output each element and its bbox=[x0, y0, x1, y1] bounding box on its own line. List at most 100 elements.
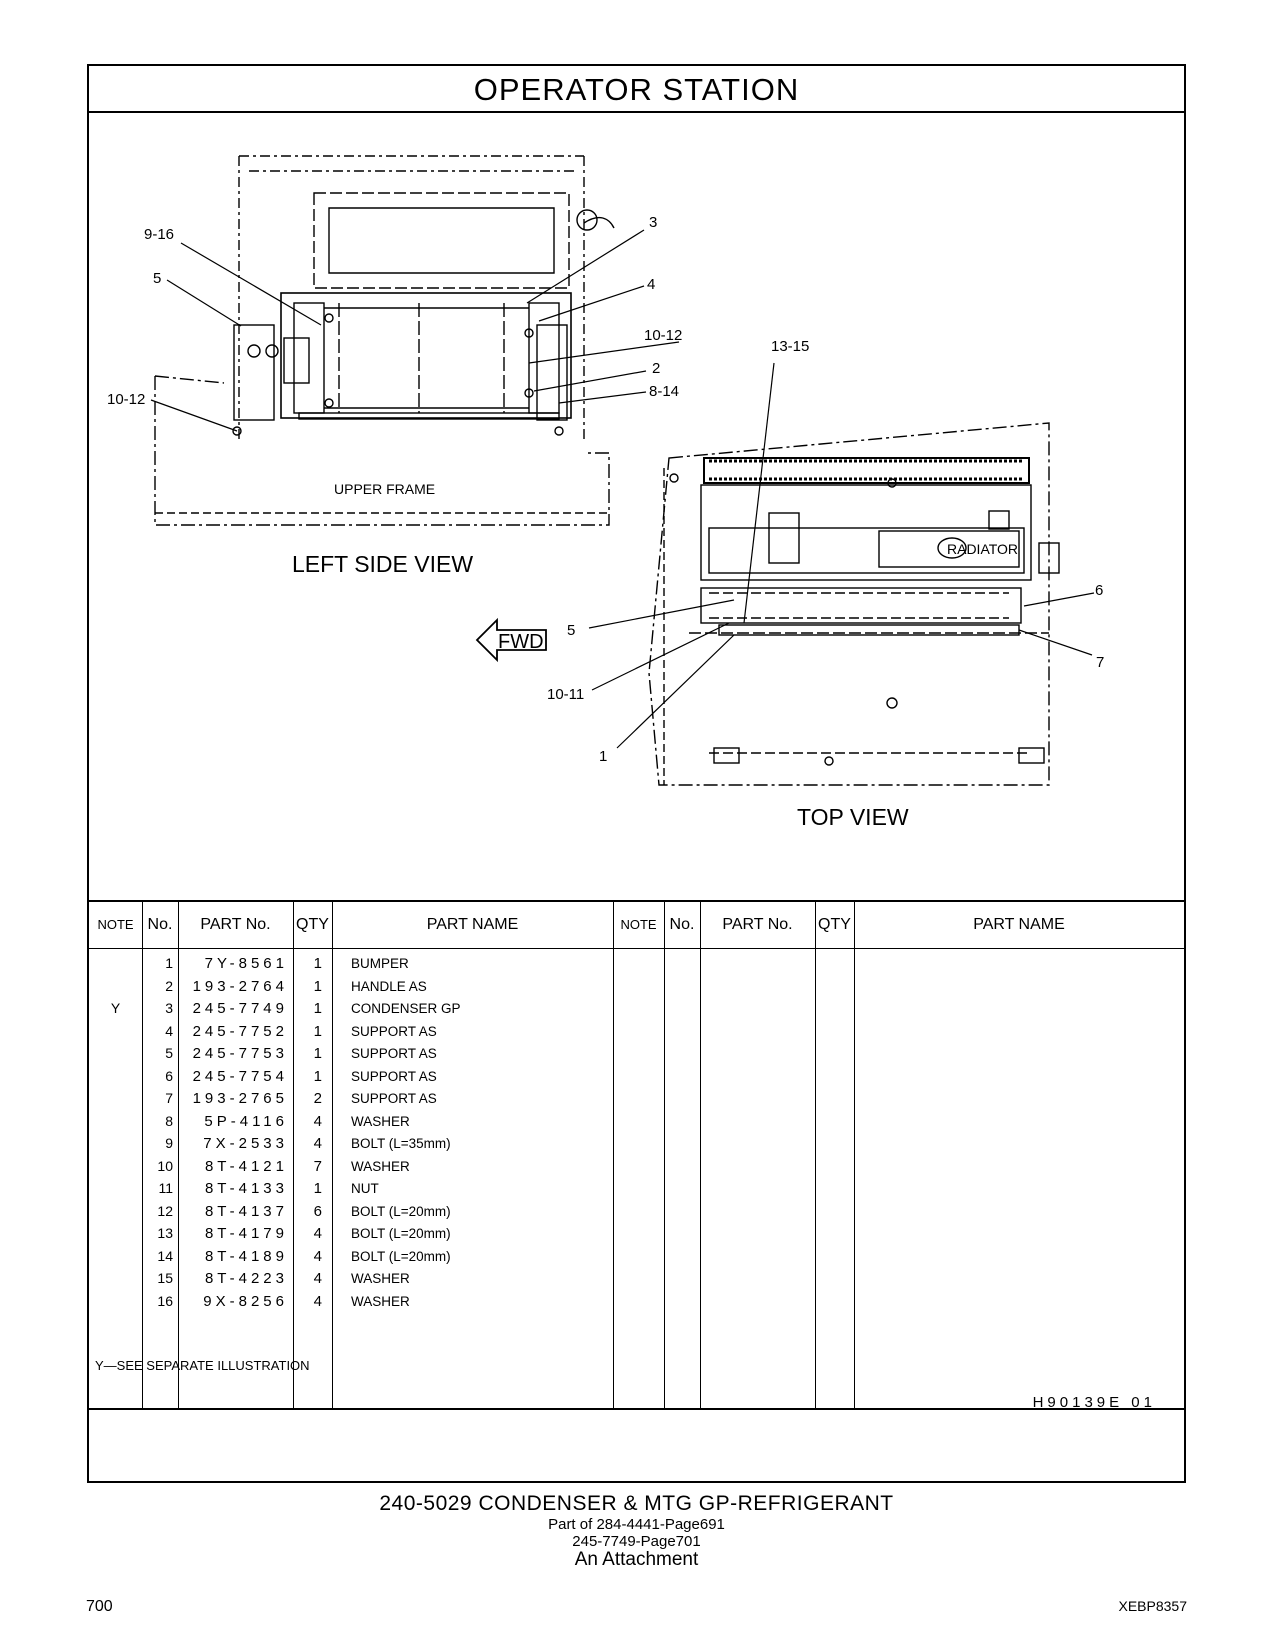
left-side-view-label: LEFT SIDE VIEW bbox=[292, 551, 473, 577]
cell-note bbox=[89, 1020, 142, 1043]
cell-name: BOLT (L=20mm) bbox=[351, 1248, 451, 1264]
header-part-name: PART NAME bbox=[426, 916, 519, 933]
callout-2: 2 bbox=[652, 360, 660, 377]
caption-part-of: Part of 284-4441-Page691 bbox=[548, 1516, 725, 1533]
top-view-label: TOP VIEW bbox=[797, 804, 909, 830]
cell-no: 5 bbox=[165, 1045, 173, 1061]
header-no-2: No. bbox=[669, 916, 695, 933]
callout-7: 7 bbox=[1096, 654, 1104, 671]
cell-no: 9 bbox=[165, 1135, 173, 1151]
cell-note bbox=[89, 1065, 142, 1088]
cell-no: 14 bbox=[157, 1247, 173, 1264]
callout-10-11: 10-11 bbox=[547, 686, 584, 703]
cell-part-no: 245-7749 bbox=[192, 1000, 288, 1017]
cell-no: 1 bbox=[165, 955, 173, 971]
header-note: NOTE bbox=[97, 917, 134, 932]
cell-name: WASHER bbox=[351, 1271, 410, 1286]
cell-qty: 1 bbox=[313, 955, 322, 972]
cell-name: CONDENSER GP bbox=[351, 1001, 461, 1016]
cell-no: 15 bbox=[157, 1270, 173, 1286]
caption-title: 240-5029 CONDENSER & MTG GP-REFRIGERANT bbox=[379, 1492, 894, 1515]
cell-part-no: 7X-2533 bbox=[203, 1135, 288, 1152]
callout-3: 3 bbox=[649, 214, 657, 231]
illustration-code: H90139E 01 bbox=[1032, 1394, 1156, 1411]
cell-qty: 4 bbox=[313, 1270, 322, 1287]
cell-name: NUT bbox=[351, 1181, 379, 1196]
cell-no: 6 bbox=[165, 1067, 173, 1084]
page-title: OPERATOR STATION bbox=[89, 66, 1184, 113]
cell-note bbox=[89, 1110, 142, 1133]
cell-name: WASHER bbox=[351, 1158, 410, 1174]
cell-qty: 1 bbox=[313, 1067, 322, 1085]
cell-no: 3 bbox=[165, 1000, 173, 1016]
cell-note bbox=[89, 1087, 142, 1110]
header-qty: QTY bbox=[296, 916, 329, 933]
parts-list-table: NOTE No. PART No. QTY PART NAME NOTE No.… bbox=[89, 900, 1184, 1410]
callout-9-16: 9-16 bbox=[144, 226, 174, 243]
cell-qty: 1 bbox=[313, 977, 322, 995]
cell-note bbox=[89, 1177, 142, 1200]
fwd-arrow-label: FWD bbox=[498, 631, 544, 653]
cell-note bbox=[89, 1245, 142, 1268]
header-qty-2: QTY bbox=[818, 916, 851, 933]
header-part-no: PART No. bbox=[200, 916, 271, 933]
callout-5-top: 5 bbox=[567, 622, 575, 639]
callout-5-left: 5 bbox=[153, 270, 161, 287]
cell-part-no: 9X-8256 bbox=[203, 1292, 288, 1310]
callout-4: 4 bbox=[647, 276, 655, 293]
cell-qty: 1 bbox=[313, 1045, 322, 1062]
cell-qty: 4 bbox=[313, 1225, 322, 1242]
callout-10-12-left: 10-12 bbox=[107, 391, 145, 408]
cell-note bbox=[89, 1290, 142, 1313]
cell-qty: 7 bbox=[313, 1157, 322, 1175]
cell-note bbox=[89, 1222, 142, 1245]
upper-frame-label: UPPER FRAME bbox=[334, 481, 435, 497]
radiator-label: RADIATOR bbox=[947, 541, 1018, 557]
cell-name: WASHER bbox=[351, 1293, 410, 1309]
cell-note bbox=[89, 952, 142, 975]
header-part-name-2: PART NAME bbox=[973, 916, 1065, 933]
cell-qty: 4 bbox=[313, 1247, 322, 1265]
cell-no: 11 bbox=[158, 1180, 173, 1196]
exploded-view-drawing: 9-16 5 10-12 3 4 10-12 2 8-14 UPPER FRAM… bbox=[107, 155, 1104, 830]
cell-no: 10 bbox=[157, 1157, 173, 1174]
header-part-no-2: PART No. bbox=[722, 916, 793, 933]
callout-1: 1 bbox=[599, 748, 607, 765]
cell-part-no: 193-2765 bbox=[192, 1090, 288, 1107]
caption-attachment: An Attachment bbox=[574, 1549, 699, 1570]
cell-no: 16 bbox=[157, 1292, 173, 1309]
cell-name: WASHER bbox=[351, 1113, 410, 1129]
cell-no: 2 bbox=[165, 977, 173, 994]
cell-qty: 1 bbox=[313, 1180, 322, 1197]
cell-note bbox=[89, 1042, 142, 1065]
callout-10-12-right: 10-12 bbox=[644, 327, 682, 344]
cell-no: 7 bbox=[165, 1090, 173, 1106]
cell-part-no: 8T-4179 bbox=[204, 1225, 288, 1242]
cell-no: 4 bbox=[165, 1022, 173, 1039]
cell-part-no: 245-7754 bbox=[192, 1067, 288, 1085]
cell-note bbox=[89, 1267, 142, 1290]
caption-reference: 245-7749-Page701 bbox=[572, 1533, 701, 1550]
cell-name: BUMPER bbox=[351, 956, 409, 971]
cell-note: Y bbox=[110, 1000, 121, 1016]
header-note-2: NOTE bbox=[620, 917, 657, 932]
cell-note bbox=[89, 1155, 142, 1178]
cell-qty: 4 bbox=[313, 1135, 322, 1152]
callout-6: 6 bbox=[1095, 582, 1103, 599]
cell-part-no: 5P-4116 bbox=[204, 1112, 288, 1130]
cell-name: BOLT (L=20mm) bbox=[351, 1203, 451, 1219]
callout-8-14: 8-14 bbox=[649, 383, 679, 400]
cell-qty: 2 bbox=[313, 1090, 322, 1107]
